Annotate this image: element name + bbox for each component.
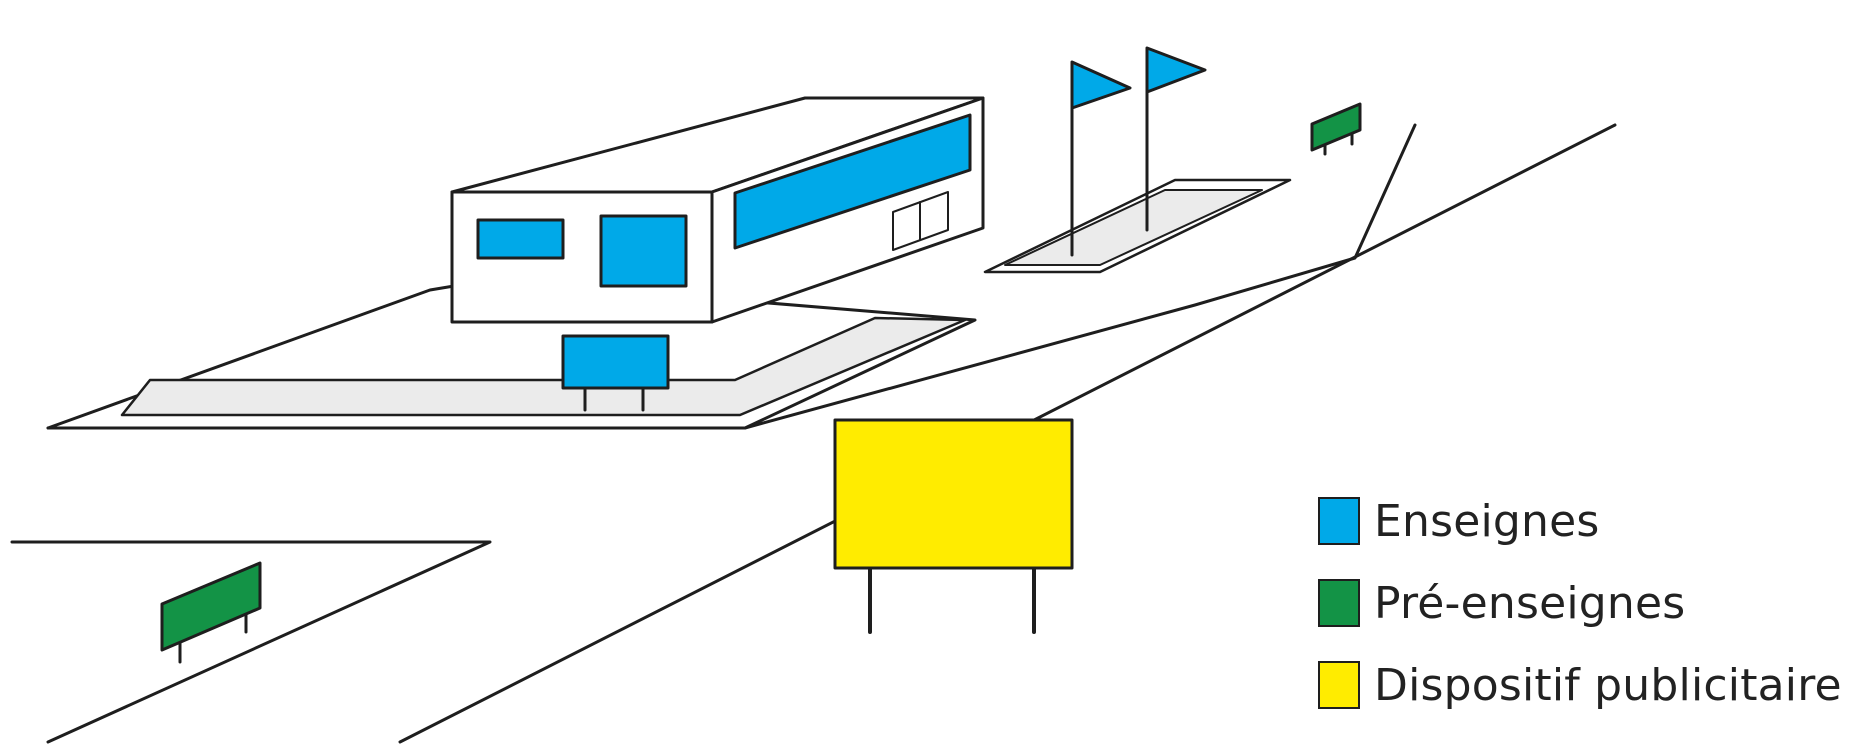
flag-strip-inner	[1004, 189, 1263, 266]
enseigne-flag-right	[1145, 46, 1207, 232]
building-door	[892, 191, 949, 251]
pre-enseigne-right	[1310, 102, 1362, 156]
parking-area-inner	[120, 316, 967, 417]
legend: Enseignes Pré-enseignes Dispositif publi…	[1318, 480, 1842, 726]
legend-label-enseignes: Enseignes	[1374, 495, 1600, 547]
legend-swatch-enseignes	[1318, 497, 1360, 545]
legend-label-pre-enseignes: Pré-enseignes	[1374, 577, 1686, 629]
side-road-edge-top	[10, 540, 492, 744]
enseigne-flag-left	[1070, 60, 1132, 257]
enseigne-facade-window-large	[599, 214, 688, 288]
pre-enseignes-signs	[160, 102, 1362, 664]
legend-label-dispositif-publicitaire: Dispositif publicitaire	[1374, 659, 1842, 711]
pre-enseigne-left	[160, 561, 262, 664]
dispositif-publicitaire-billboard	[833, 418, 1074, 634]
enseigne-side-band	[733, 113, 972, 250]
enseigne-facade-window-small	[476, 218, 565, 260]
legend-item-pre-enseignes: Pré-enseignes	[1318, 562, 1842, 644]
building	[450, 96, 985, 324]
legend-item-dispositif-publicitaire: Dispositif publicitaire	[1318, 644, 1842, 726]
enseignes-signs	[476, 46, 1207, 412]
legend-swatch-dispositif-publicitaire	[1318, 661, 1360, 709]
legend-swatch-pre-enseignes	[1318, 579, 1360, 627]
legend-item-enseignes: Enseignes	[1318, 480, 1842, 562]
enseigne-ground-sign	[561, 334, 670, 412]
